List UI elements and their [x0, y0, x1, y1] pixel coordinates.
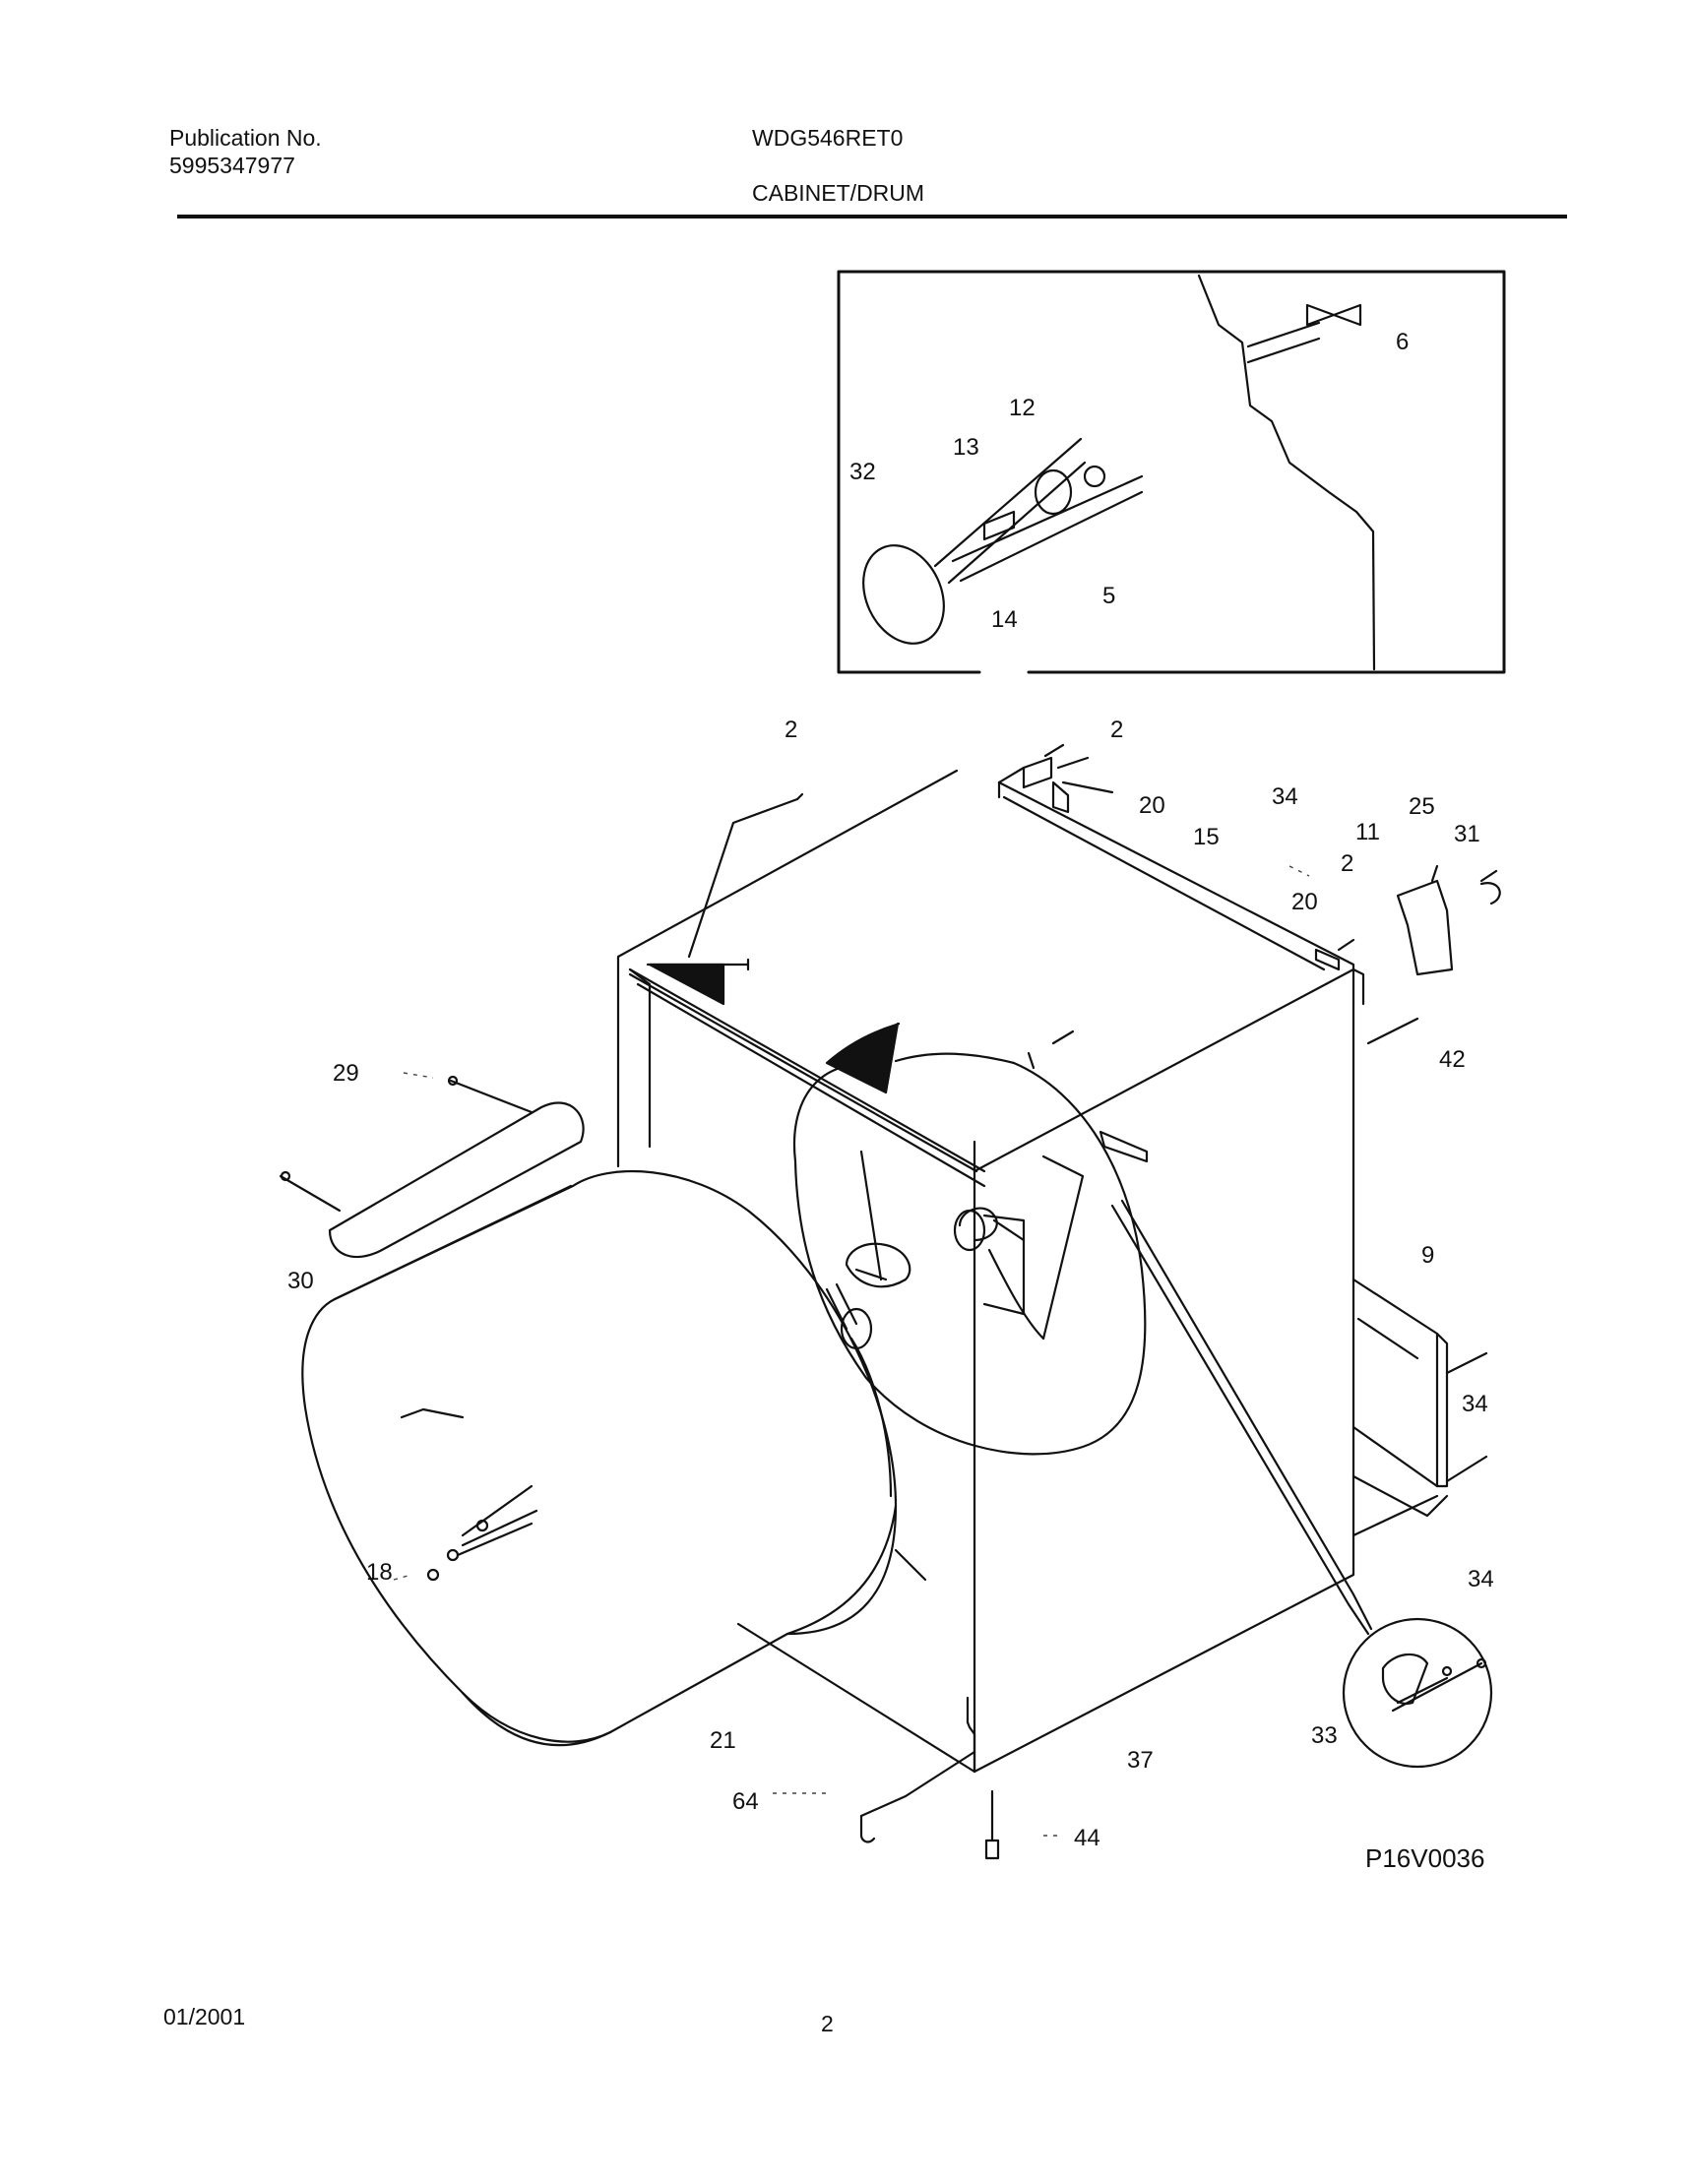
header-rule	[177, 215, 1567, 218]
top-hinges	[795, 743, 1114, 801]
rear-bulkhead	[792, 1030, 1149, 1456]
callout-44: 44	[1074, 1825, 1100, 1851]
callout-64: 64	[732, 1788, 759, 1815]
callout-6: 6	[1396, 329, 1409, 355]
inset-detail	[837, 270, 1506, 674]
callout-20-upper: 20	[1139, 792, 1165, 819]
callout-15: 15	[1193, 824, 1220, 850]
callout-13: 13	[953, 434, 979, 461]
leveling-foot	[859, 1750, 1000, 1860]
callout-42: 42	[1439, 1046, 1466, 1073]
drawing-number: P16V0036	[1365, 1843, 1484, 1873]
cabinet-outline	[616, 769, 1419, 1774]
top-rail	[628, 797, 986, 1188]
callout-29: 29	[333, 1060, 359, 1087]
page-number: 2	[821, 2011, 834, 2036]
callout-31: 31	[1454, 821, 1480, 847]
callout-21: 21	[710, 1727, 736, 1754]
model-number: WDG546RET0	[752, 125, 904, 151]
footer-date: 01/2001	[163, 2004, 246, 2029]
callout-12: 12	[1009, 395, 1036, 421]
callout-2-right: 2	[1341, 850, 1353, 877]
callout-30: 30	[287, 1268, 314, 1294]
callout-labels: 6 12 13 32 5 14 2 2 20 34 15 11 25 31 2 …	[287, 329, 1494, 1873]
callout-34-middle: 34	[1462, 1391, 1488, 1417]
callout-11: 11	[1355, 819, 1380, 845]
side-bracket	[1351, 1278, 1488, 1537]
callout-2-left: 2	[785, 717, 797, 743]
toe-kick-panel	[279, 1075, 585, 1259]
callout-5: 5	[1102, 583, 1115, 609]
callout-2-top: 2	[1110, 717, 1123, 743]
roller-assembly	[825, 1207, 1026, 1350]
section-title: CABINET/DRUM	[752, 180, 925, 206]
publication-number: 5995347977	[169, 153, 295, 178]
callout-37: 37	[1127, 1747, 1154, 1774]
callout-33: 33	[1311, 1722, 1338, 1749]
callout-9: 9	[1421, 1242, 1434, 1269]
callout-25: 25	[1409, 793, 1435, 820]
detail-circle	[1110, 1199, 1493, 1769]
drum	[301, 1169, 927, 1747]
callout-34-upper: 34	[1272, 783, 1298, 810]
callout-34-lower: 34	[1468, 1566, 1494, 1592]
callout-14: 14	[991, 606, 1018, 633]
leader-lines	[393, 865, 1310, 1837]
callout-18: 18	[366, 1559, 393, 1586]
callout-20-lower: 20	[1291, 889, 1318, 915]
rear-panel-bracket	[1051, 780, 1501, 976]
callout-32: 32	[849, 459, 876, 485]
publication-label: Publication No.	[169, 125, 322, 151]
